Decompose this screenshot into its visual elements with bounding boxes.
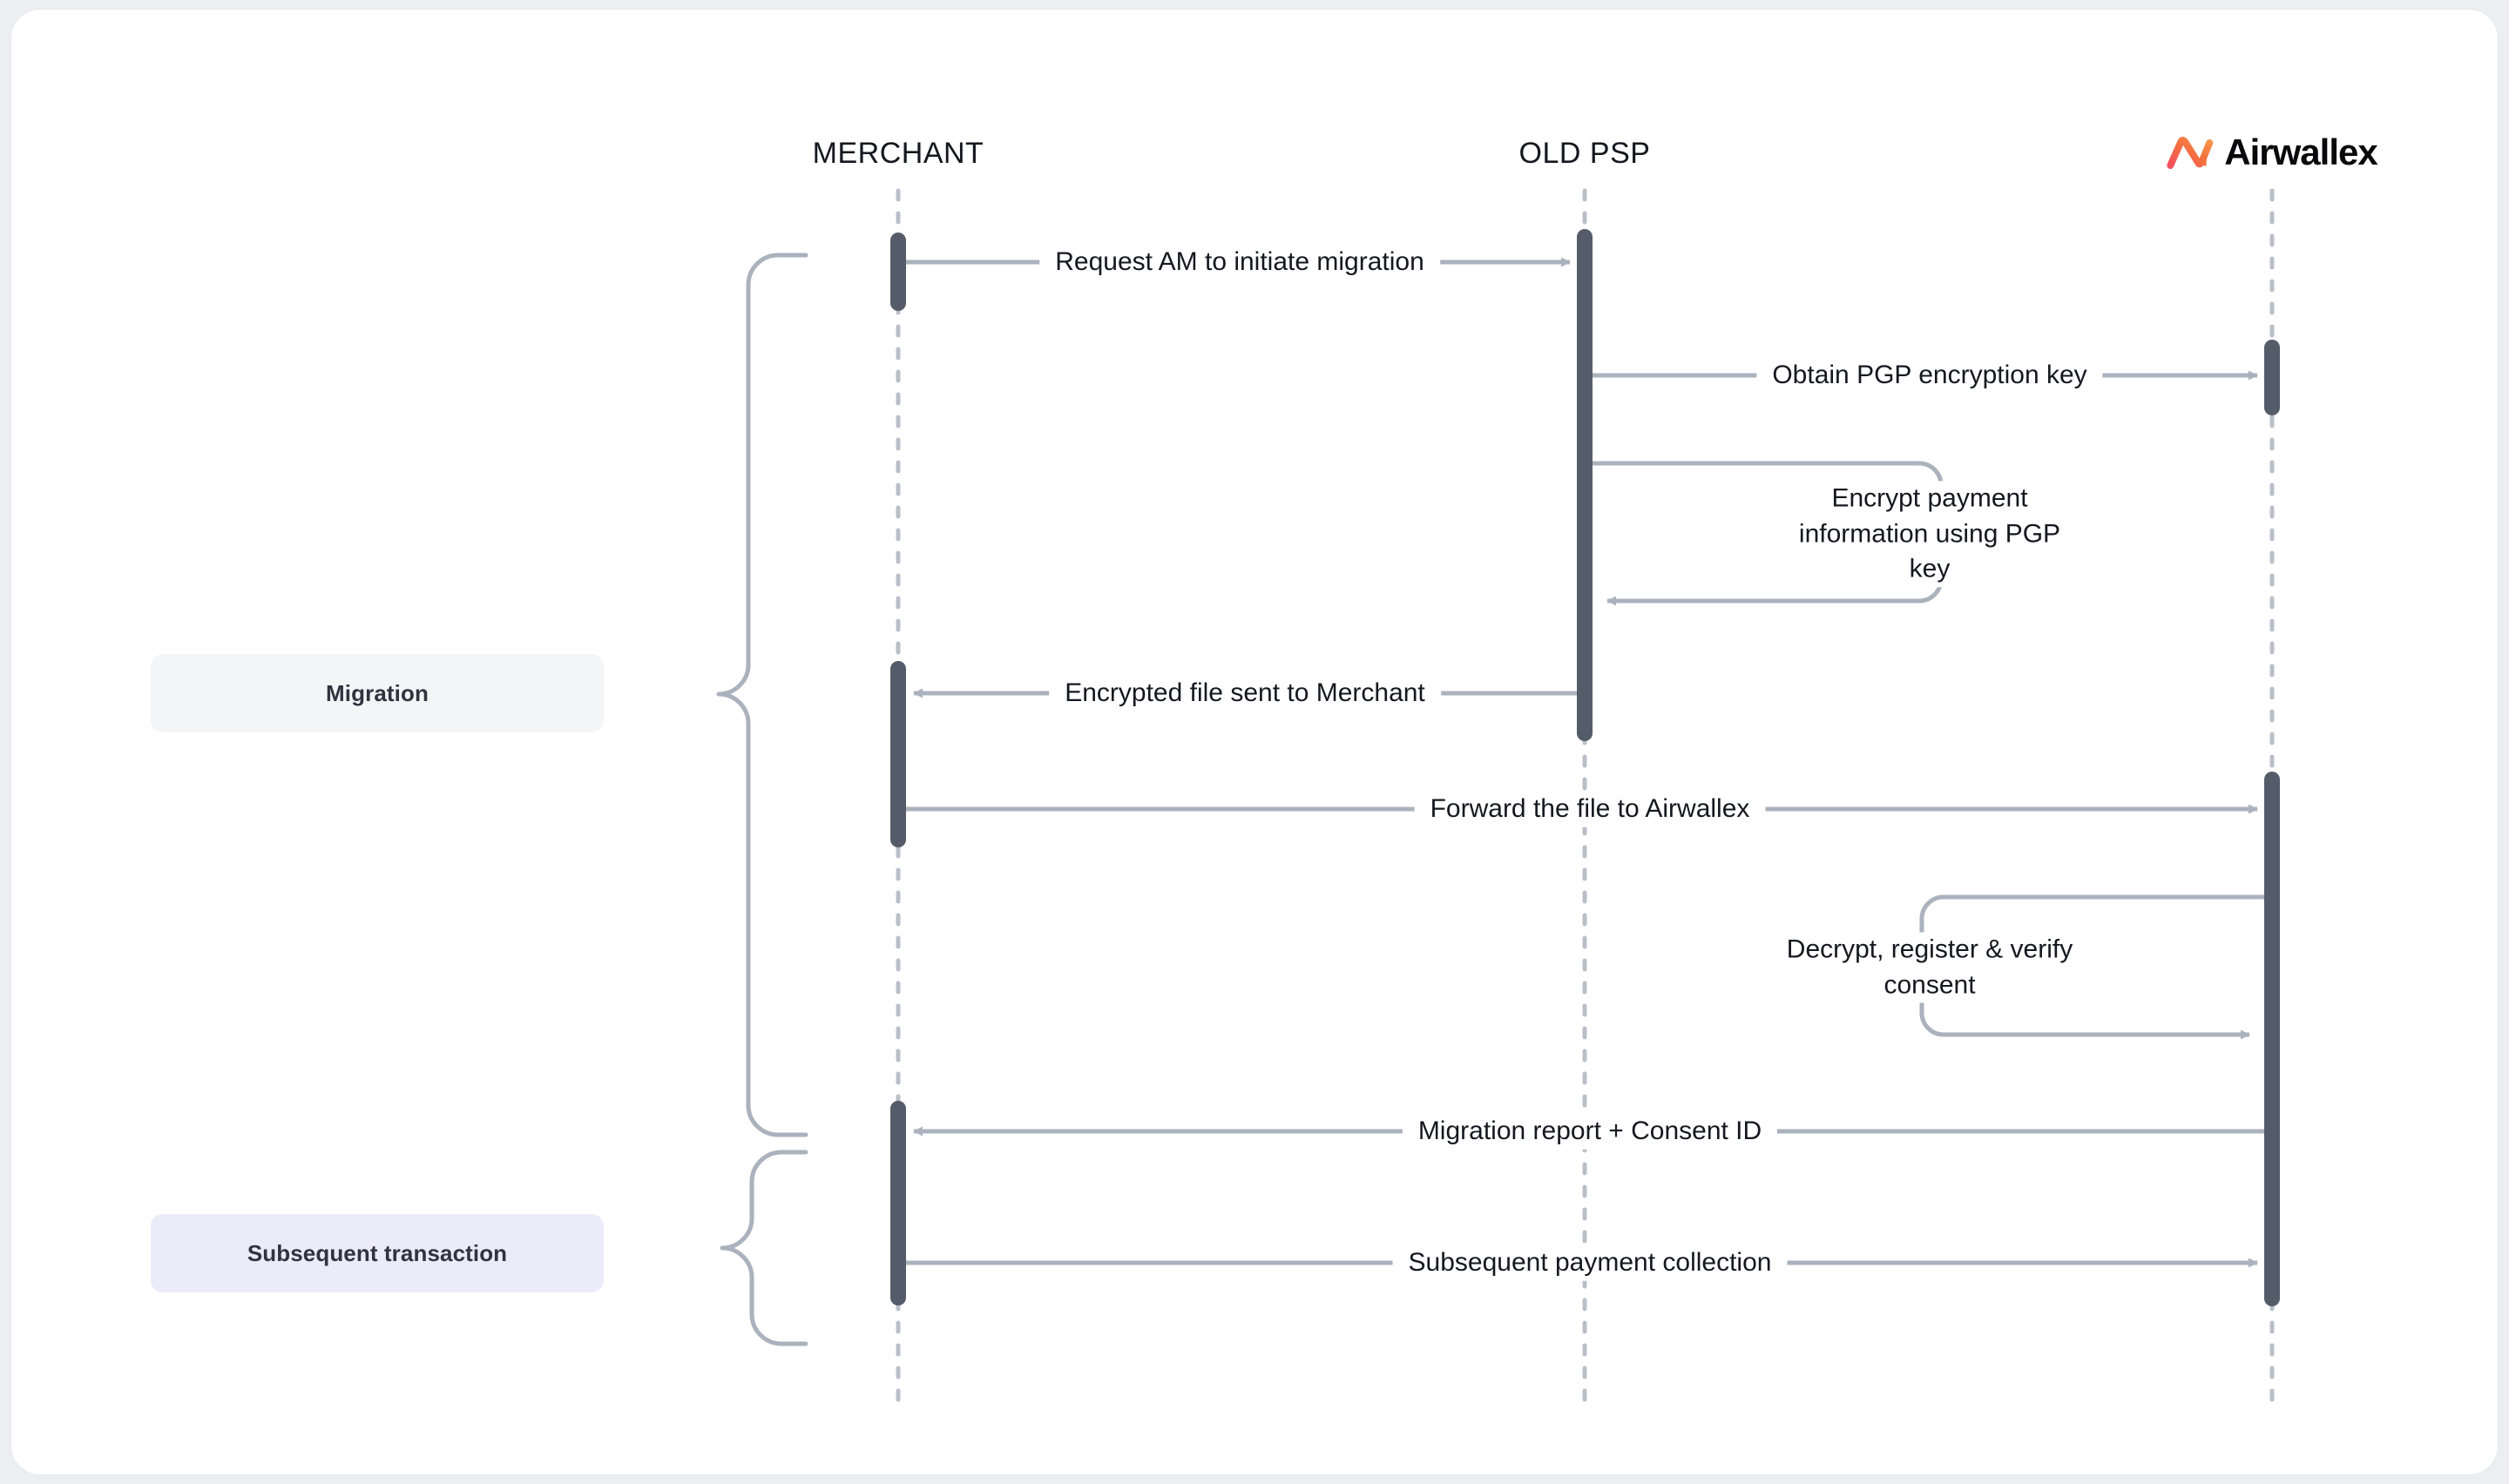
actor-header-old-psp: OLD PSP (1518, 137, 1651, 170)
message-label-obtain-pgp-key: Obtain PGP encryption key (1756, 357, 2103, 394)
brace-migration (716, 253, 808, 1137)
message-label-migration-report: Migration report + Consent ID (1402, 1113, 1778, 1150)
message-label-encrypt-payment: Encrypt payment information using PGP ke… (1779, 481, 2080, 587)
airwallex-logo-icon (2167, 137, 2214, 169)
message-label-encrypted-file-sent: Encrypted file sent to Merchant (1049, 675, 1441, 712)
actor-header-airwallex: Airwallex (2167, 132, 2378, 173)
airwallex-logo-text: Airwallex (2224, 132, 2377, 172)
brace-subsequent-transaction (720, 1150, 808, 1346)
actor-header-merchant: MERCHANT (812, 137, 984, 170)
message-label-decrypt-register-verify: Decrypt, register & verify consent (1779, 932, 2080, 1003)
activation-bars (890, 229, 2280, 1306)
phase-badge-migration: Migration (151, 654, 604, 732)
diagram-card: MERCHANT OLD PSP Airwallex Request AM to… (10, 9, 2499, 1475)
message-label-request-am: Request AM to initiate migration (1039, 244, 1440, 280)
message-label-subsequent-payment: Subsequent payment collection (1392, 1245, 1788, 1281)
phase-badge-subsequent-transaction: Subsequent transaction (151, 1214, 604, 1292)
message-label-forward-file: Forward the file to Airwallex (1414, 791, 1766, 827)
